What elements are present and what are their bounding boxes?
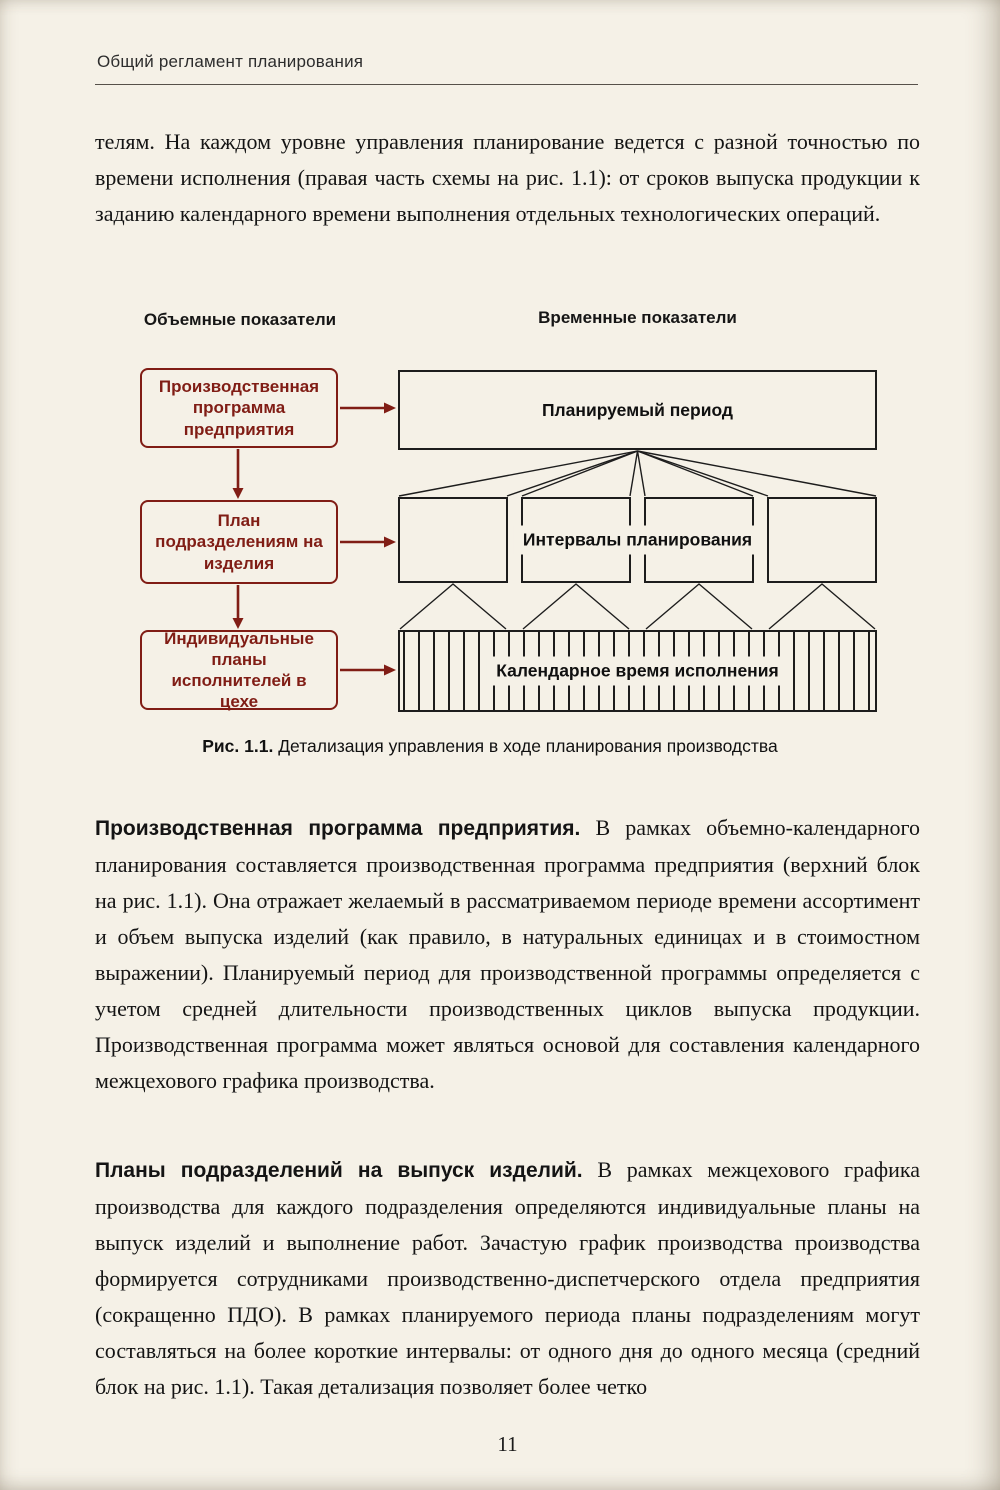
running-header: Общий регламент планирования [97,52,364,71]
calendar-label: Календарное время исполнения [486,656,789,686]
figure-caption-label: Рис. 1.1. [202,736,274,756]
paragraph-production-program: Производственная программа предприятия. … [95,810,920,1099]
figure-canvas: Объемные показатели Временные показатели… [95,300,885,720]
individual-plans-box: Индивидуальные планы исполнителей в цехе [140,629,338,711]
connector-lines [232,402,877,676]
paragraph-division-plans: Планы подразделений на выпуск изделий. В… [95,1152,920,1405]
paragraph-body: В рамках межцехового графика производств… [95,1157,920,1399]
flow-arrows [232,402,396,676]
figure-caption-text: Детализация управления в ходе планирован… [273,736,778,756]
interval-segment [767,497,877,583]
paragraph-lead: Планы подразделений на выпуск изделий. [95,1159,583,1182]
calendar-time-box: Календарное время исполнения [398,630,877,712]
right-column-title: Временные показатели [538,308,737,327]
planning-intervals-row: Интервалы планирования [398,497,877,583]
paragraph-body: В рамках объемно-календарного планирован… [95,815,920,1093]
intro-paragraph: телям. На каждом уровне управления плани… [95,129,920,226]
intervals-label: Интервалы планирования [512,525,763,555]
figure-caption: Рис. 1.1. Детализация управления в ходе … [95,736,885,757]
planning-period-box: Планируемый период [398,370,877,450]
production-program-box: Производственная программа предприятия [140,368,338,448]
header-rule [95,84,918,85]
interval-segment [398,497,508,583]
paragraph-lead: Производственная программа предприятия. [95,817,581,840]
division-plan-box: План подразделениям на изделия [140,500,338,584]
figure-1-1: Объемные показатели Временные показатели… [95,300,920,757]
fan-period-to-intervals [398,450,877,497]
left-column-title: Объемные показатели [143,310,337,329]
fan-intervals-to-calendar [399,583,876,630]
page-number: 11 [497,1432,518,1456]
